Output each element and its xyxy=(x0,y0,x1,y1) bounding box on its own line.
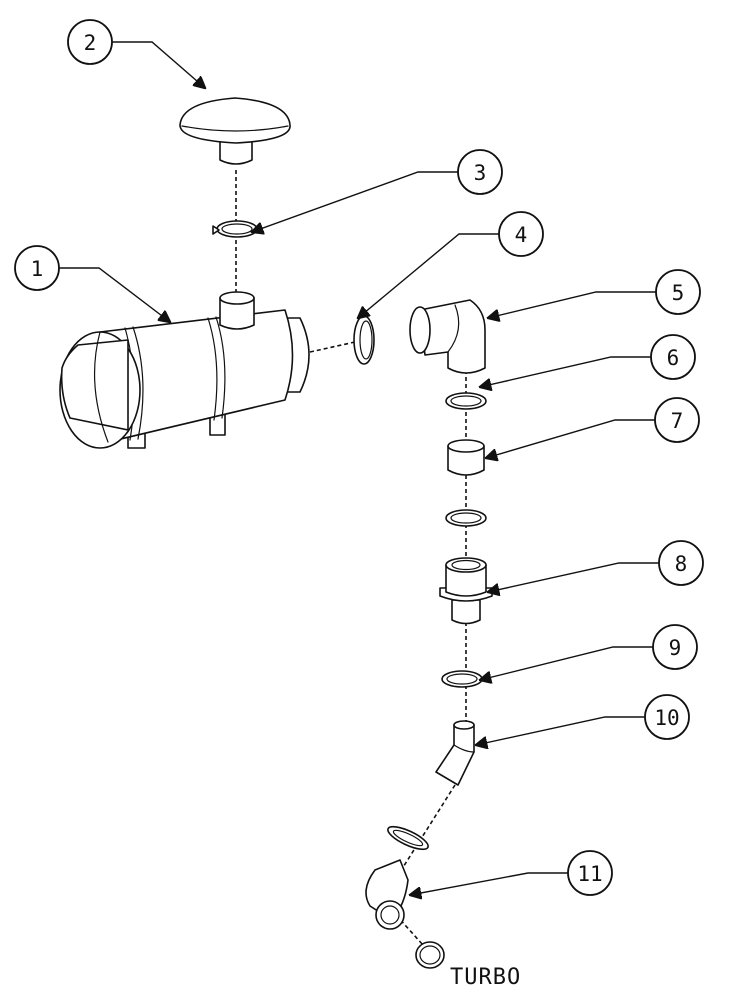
clamp-9 xyxy=(441,670,483,688)
callout-5: 5 xyxy=(655,269,701,315)
callout-7-number: 7 xyxy=(671,409,684,433)
callout-2: 2 xyxy=(67,19,113,65)
callout-5-number: 5 xyxy=(672,281,685,305)
rain-cap xyxy=(179,97,291,165)
callout-1: 1 xyxy=(14,245,60,291)
coupler xyxy=(447,439,485,476)
callout-9: 9 xyxy=(652,624,698,670)
callout-4: 4 xyxy=(498,211,544,257)
turbo-ring xyxy=(415,941,445,969)
assembly-axis-lines xyxy=(235,170,467,956)
elbow-45 xyxy=(435,720,475,786)
clamp-unlabeled xyxy=(445,509,487,527)
callout-3: 3 xyxy=(457,149,503,195)
callout-9-number: 9 xyxy=(669,636,682,660)
callout-11-number: 11 xyxy=(577,862,602,886)
callout-6: 6 xyxy=(650,334,696,380)
turbo-elbow xyxy=(365,859,409,930)
clamp-lower xyxy=(387,825,429,851)
clamp-3 xyxy=(212,220,258,238)
callout-10: 10 xyxy=(644,694,690,740)
air-cleaner-body xyxy=(59,291,310,449)
elbow-90 xyxy=(409,299,486,374)
callout-1-number: 1 xyxy=(31,257,44,281)
callout-8-number: 8 xyxy=(675,552,688,576)
callout-10-number: 10 xyxy=(654,706,679,730)
clamp-4 xyxy=(353,315,375,365)
callout-6-number: 6 xyxy=(667,346,680,370)
leader-lines xyxy=(59,41,659,895)
callout-4-number: 4 xyxy=(515,223,528,247)
callout-8: 8 xyxy=(658,540,704,586)
adapter xyxy=(439,557,493,625)
clamp-6 xyxy=(445,392,487,410)
turbo-label: TURBO xyxy=(450,965,521,990)
callout-3-number: 3 xyxy=(474,161,487,185)
callout-2-number: 2 xyxy=(84,31,97,55)
callout-7: 7 xyxy=(654,397,700,443)
callout-11: 11 xyxy=(567,850,613,896)
